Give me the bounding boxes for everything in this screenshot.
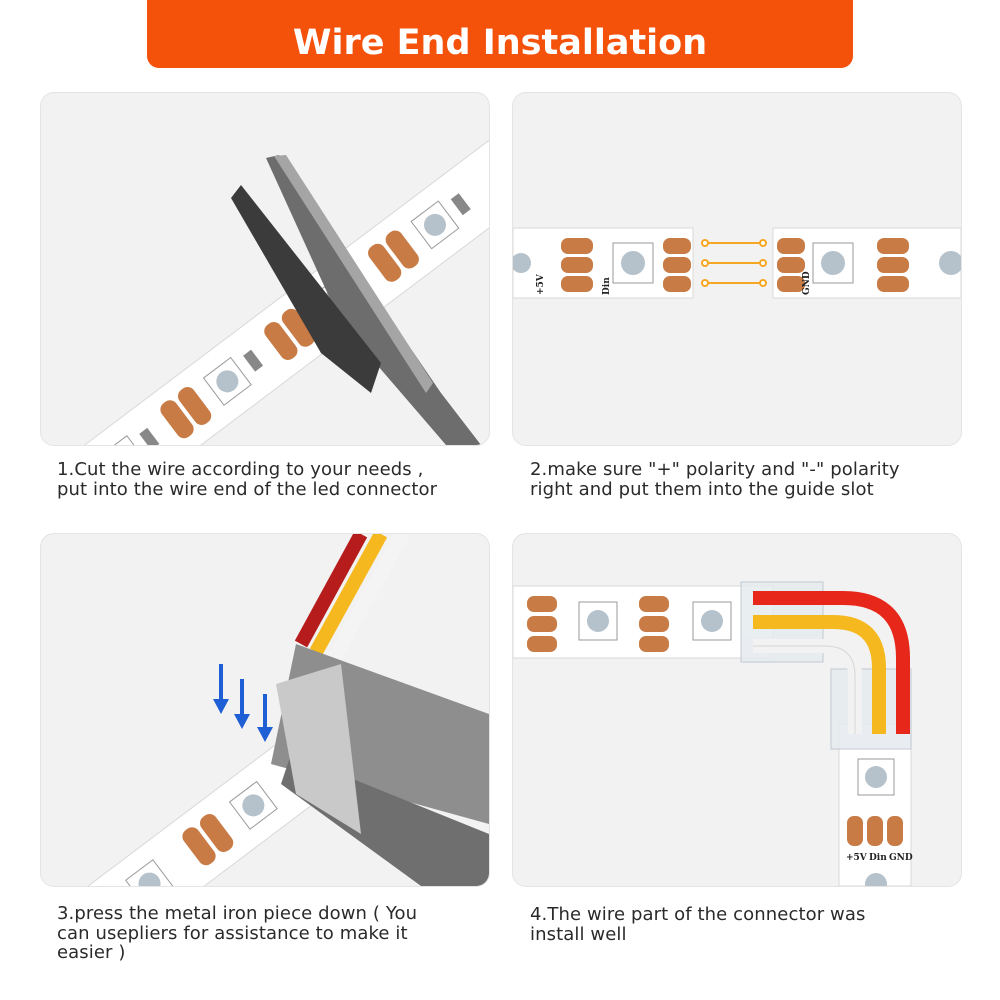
press-arrows-icon <box>213 664 273 742</box>
step-3-caption: 3.press the metal iron piece down ( You … <box>57 904 417 963</box>
step-1-image <box>40 92 490 446</box>
connector-icon <box>740 581 912 750</box>
caption-line: put into the wire end of the led connect… <box>57 478 438 500</box>
scissors-icon <box>231 155 481 445</box>
label-din-2: Din <box>869 853 887 863</box>
guide-slot-icon <box>701 239 767 287</box>
step-2-image: +5V Din GND <box>512 92 962 446</box>
caption-line: 3.press the metal iron piece down ( You <box>57 903 418 924</box>
page-title: Wire End Installation <box>292 23 708 63</box>
caption-line: install well <box>530 923 627 945</box>
caption-line: can usepliers for assistance to make it <box>57 922 408 944</box>
label-gnd-2: GND <box>889 853 913 863</box>
label-gnd: GND <box>802 271 812 295</box>
caption-line: right and put them into the guide slot <box>530 478 874 500</box>
caption-line: 4.The wire part of the connector was <box>530 904 866 925</box>
horizontal-strip-pads <box>527 596 732 652</box>
vertical-strip-pads <box>847 758 903 886</box>
step-2-caption: 2.make sure "+" polarity and "-" polarit… <box>530 460 900 499</box>
step-3-image <box>40 533 490 887</box>
polarity-illustration: +5V Din GND <box>513 227 961 299</box>
title-banner: Wire End Installation <box>147 0 853 68</box>
label-plus5v-2: +5V <box>846 853 868 863</box>
cut-strip-illustration <box>41 107 489 445</box>
left-strip-pads <box>513 238 691 292</box>
caption-line: easier ) <box>57 942 126 963</box>
installed-connector-illustration: +5V Din GND <box>513 581 913 886</box>
caption-line: 2.make sure "+" polarity and "-" polarit… <box>530 459 900 480</box>
press-illustration <box>50 534 489 886</box>
step-1-caption: 1.Cut the wire according to your needs ,… <box>57 460 437 499</box>
wire-bundle <box>294 534 410 664</box>
step-4-caption: 4.The wire part of the connector was ins… <box>530 905 865 944</box>
label-plus5v: +5V <box>536 273 546 295</box>
right-strip-pads <box>777 238 961 292</box>
caption-line: 1.Cut the wire according to your needs , <box>57 459 424 480</box>
pliers-icon <box>271 644 489 886</box>
step-4-image: +5V Din GND <box>512 533 962 887</box>
label-din: Din <box>602 277 612 295</box>
